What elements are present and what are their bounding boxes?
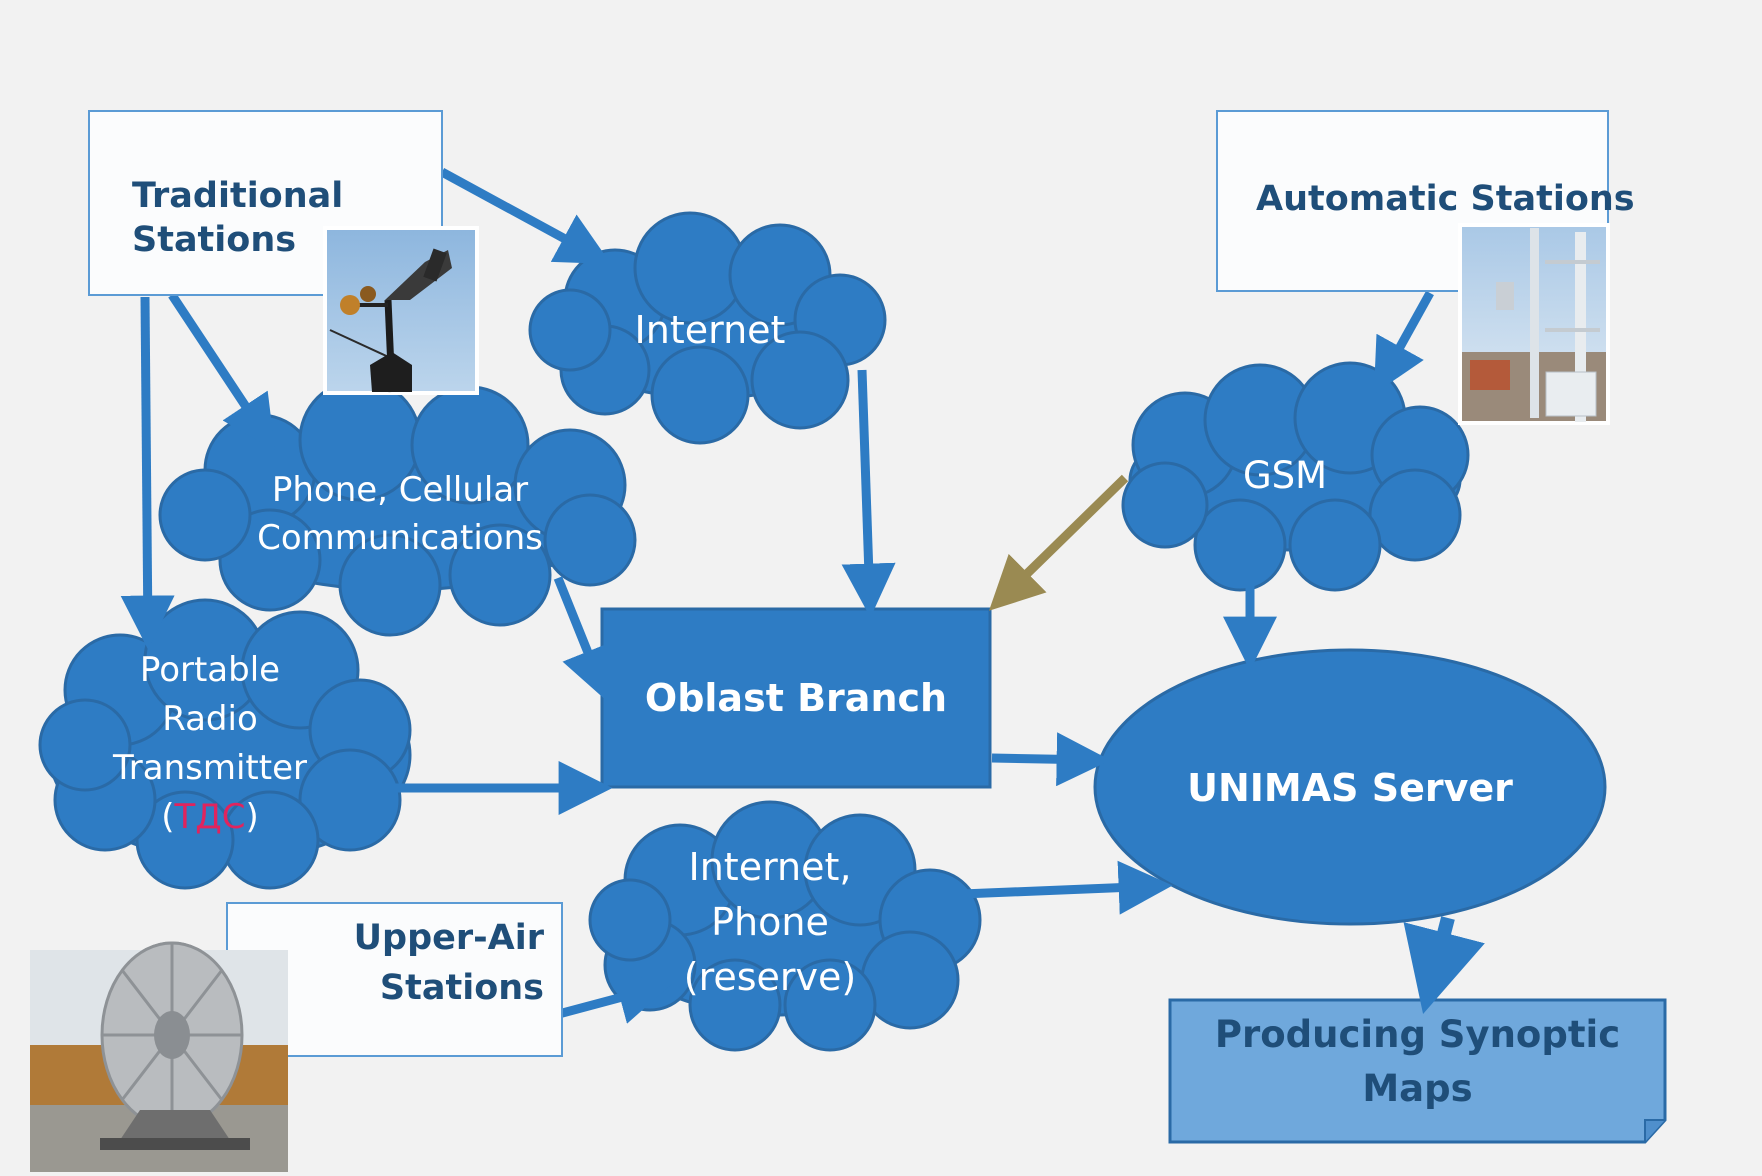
arrow-upperair-to-reserve: [553, 971, 673, 1024]
synoptic-maps-fold: [1644, 1119, 1665, 1142]
arrow-traditional-to-radio: [120, 296, 175, 650]
synoptic-maps-label: Producing Synoptic Maps: [1214, 1013, 1621, 1110]
arrow-oblast-to-unimas: [991, 732, 1111, 787]
arrow-reserve-to-unimas: [961, 860, 1173, 915]
upper-air-stations-label: Upper-Air Stations: [353, 918, 544, 1008]
unimas-server-ellipse: [1093, 648, 1607, 926]
unimas-server-label: UNIMAS Server: [1187, 766, 1513, 810]
oblast-branch-label: Oblast Branch: [644, 676, 948, 720]
arrow-traditional-to-phone: [168, 292, 275, 451]
gsm-cloud-label: GSM: [1242, 454, 1328, 497]
reserve-cloud-shape: [588, 800, 982, 1052]
automatic-stations-box: [1216, 110, 1609, 292]
tds-label: ТДС: [174, 797, 246, 837]
arrow-unimas-to-maps: [1403, 916, 1485, 1014]
gsm-cloud-shape: [1121, 361, 1470, 592]
radio-cloud-shape: [38, 598, 412, 890]
internet-cloud-shape: [528, 211, 887, 445]
arrows: [120, 168, 1485, 1024]
radio-cloud-label: Portable Radio Transmitter (ТДС): [113, 650, 307, 837]
arrow-phone-to-oblast: [553, 576, 613, 702]
automatic-stations-label: Automatic Stations: [1256, 179, 1635, 219]
phone-cloud-label: Phone, Cellular Communications: [257, 470, 543, 558]
arrow-automatic-to-gsm: [1373, 290, 1434, 395]
traditional-stations-label: Traditional Stations: [132, 176, 344, 260]
arrow-internet-to-oblast: [841, 369, 896, 618]
reserve-cloud-label: Internet, Phone (reserve): [683, 845, 857, 999]
arrow-traditional-to-internet: [439, 168, 612, 265]
arrow-gsm-to-oblast: [988, 474, 1129, 611]
internet-cloud-label: Internet: [634, 308, 786, 352]
